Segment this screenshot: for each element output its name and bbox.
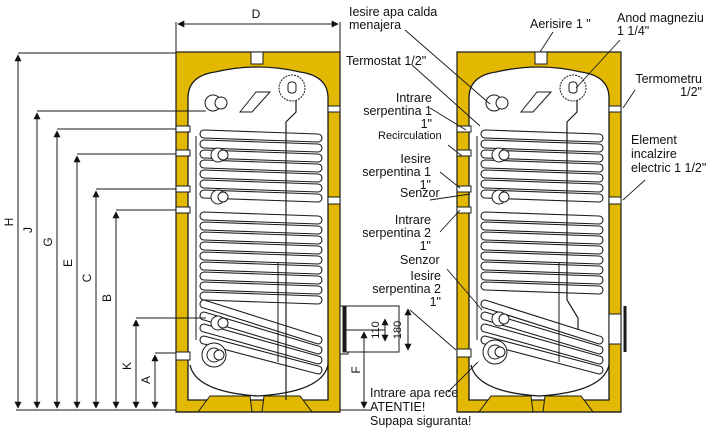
label-cold-water-inlet: Intrare apa rece ATENTIE! Supapa siguran… bbox=[370, 386, 472, 428]
left-lower-coil bbox=[199, 299, 323, 375]
left-tank-top-vent bbox=[250, 51, 264, 65]
dim-180-label: 180 bbox=[392, 321, 404, 339]
dim-J-label: J bbox=[21, 227, 35, 233]
dim-A-label: A bbox=[139, 376, 153, 384]
leader-lines bbox=[404, 29, 646, 393]
left-upper-coil bbox=[199, 129, 323, 305]
dim-B-label: B bbox=[100, 294, 114, 302]
label-sensor-2: Senzor bbox=[400, 253, 440, 267]
label-coil2-inlet: Intrare serpentina 2 1" bbox=[362, 213, 431, 253]
label-sensor-1: Senzor bbox=[400, 186, 440, 200]
dim-E-label: E bbox=[61, 259, 75, 267]
label-electric-heater: Element incalzire electric 1 1/2" bbox=[631, 133, 707, 175]
dim-H-label: H bbox=[2, 218, 16, 227]
right-tank-top-vent bbox=[534, 51, 548, 65]
dim-K-label: K bbox=[120, 362, 134, 370]
label-hot-water-outlet: Iesire apa calda menajera bbox=[349, 5, 438, 32]
dim-D-label: D bbox=[252, 7, 261, 21]
label-coil2-outlet: Iesire serpentina 2 1" bbox=[372, 269, 441, 309]
right-tank bbox=[456, 51, 627, 413]
left-tank-bottom-dome bbox=[189, 364, 329, 397]
label-magnesium-anode: Anod magneziu 1 1/4" bbox=[617, 11, 704, 38]
label-coil1-inlet: Intrare serpentina 1 1" bbox=[363, 91, 432, 131]
left-tank-sockets bbox=[175, 125, 191, 361]
dim-C-label: C bbox=[80, 273, 94, 282]
dim-G-label: G bbox=[41, 237, 55, 246]
label-coil1-outlet: Iesire serpentina 1 1" bbox=[362, 152, 431, 192]
dim-110-label: 110 bbox=[370, 321, 382, 339]
left-tank bbox=[175, 51, 349, 413]
dim-F-label: F bbox=[349, 366, 363, 373]
flange-box bbox=[342, 305, 400, 353]
dimension-lines bbox=[14, 20, 412, 411]
label-thermometer: Termometru 1/2" bbox=[635, 72, 702, 99]
label-air-vent: Aerisire 1 " bbox=[530, 17, 591, 31]
label-thermostat: Termostat 1/2" bbox=[346, 54, 427, 68]
label-recirculation: Recirculation bbox=[378, 130, 442, 142]
